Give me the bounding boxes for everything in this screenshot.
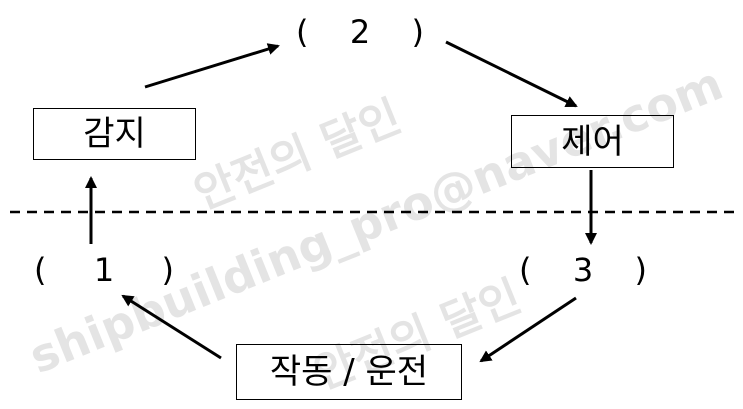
- blank-2-number: 2: [349, 13, 371, 51]
- node-actuate-box: 작동 / 운전: [236, 344, 462, 400]
- node-control-box: 제어: [511, 115, 674, 168]
- blank-2-open-paren: (: [296, 13, 309, 51]
- arrow-actuate-to-blank1: [121, 294, 222, 360]
- blank-3-open-paren: (: [519, 251, 532, 289]
- node-control-label: 제어: [561, 121, 624, 162]
- arrow-blank3-to-actuate: [479, 296, 577, 363]
- node-sense-box: 감지: [33, 108, 196, 160]
- blank-3-number: 3: [572, 251, 594, 289]
- node-actuate-label: 작동 / 운전: [269, 352, 429, 392]
- blank-3: ( 3 ): [519, 250, 647, 290]
- arrow-blank2-to-control: [445, 40, 578, 108]
- node-sense-label: 감지: [83, 114, 146, 154]
- blank-1-number: 1: [93, 251, 115, 289]
- arrow-sense-to-blank2: [144, 43, 280, 89]
- blank-1-close-paren: ): [161, 251, 174, 289]
- blank-1-open-paren: (: [34, 251, 47, 289]
- blank-2: ( 2 ): [296, 12, 424, 52]
- blank-1: ( 1 ): [34, 250, 174, 290]
- blank-3-close-paren: ): [634, 251, 647, 289]
- blank-2-close-paren: ): [411, 13, 424, 51]
